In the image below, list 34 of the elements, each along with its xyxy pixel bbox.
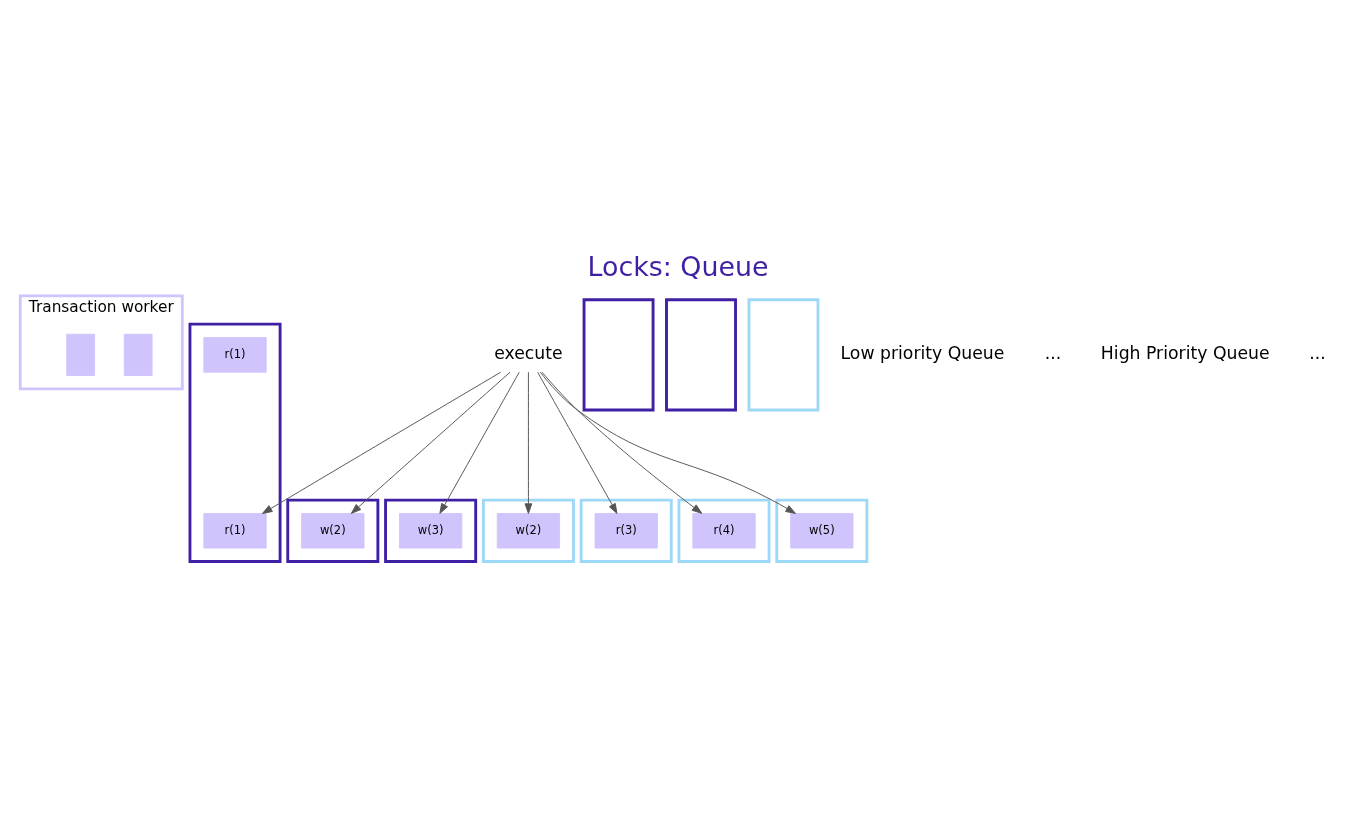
arrow bbox=[539, 371, 796, 514]
label: ... bbox=[1309, 343, 1326, 364]
cluster bbox=[286, 498, 380, 563]
label: ... bbox=[1044, 343, 1062, 364]
cluster: Transaction worker bbox=[18, 294, 184, 391]
node-box bbox=[747, 298, 820, 412]
arrow bbox=[541, 371, 703, 514]
cluster bbox=[579, 498, 673, 563]
node-box: r(1) bbox=[203, 337, 267, 373]
node-text: execute bbox=[494, 343, 563, 364]
diagram-title: Locks: Queue bbox=[587, 251, 769, 283]
node-box bbox=[665, 298, 737, 412]
label: Low priority Queue bbox=[840, 343, 1005, 364]
arrow bbox=[439, 371, 520, 514]
node-box bbox=[582, 298, 655, 412]
cluster bbox=[188, 322, 282, 563]
cluster bbox=[677, 498, 771, 563]
arrow bbox=[261, 371, 502, 514]
cluster bbox=[384, 498, 478, 563]
arrow bbox=[524, 371, 533, 514]
node-box: w(3) bbox=[398, 513, 463, 549]
node-box bbox=[123, 333, 153, 376]
node-box: w(2) bbox=[301, 513, 365, 549]
node-box bbox=[66, 333, 96, 376]
cluster bbox=[775, 498, 869, 563]
node-box: r(3) bbox=[594, 513, 658, 549]
arrow bbox=[350, 371, 511, 514]
node-box: r(4) bbox=[692, 513, 756, 549]
node-box: w(2) bbox=[496, 513, 561, 549]
cluster bbox=[481, 498, 575, 563]
node-box: w(5) bbox=[790, 513, 854, 549]
node-box: r(1) bbox=[203, 513, 267, 549]
label: High Priority Queue bbox=[1100, 343, 1270, 364]
arrow bbox=[537, 371, 618, 514]
